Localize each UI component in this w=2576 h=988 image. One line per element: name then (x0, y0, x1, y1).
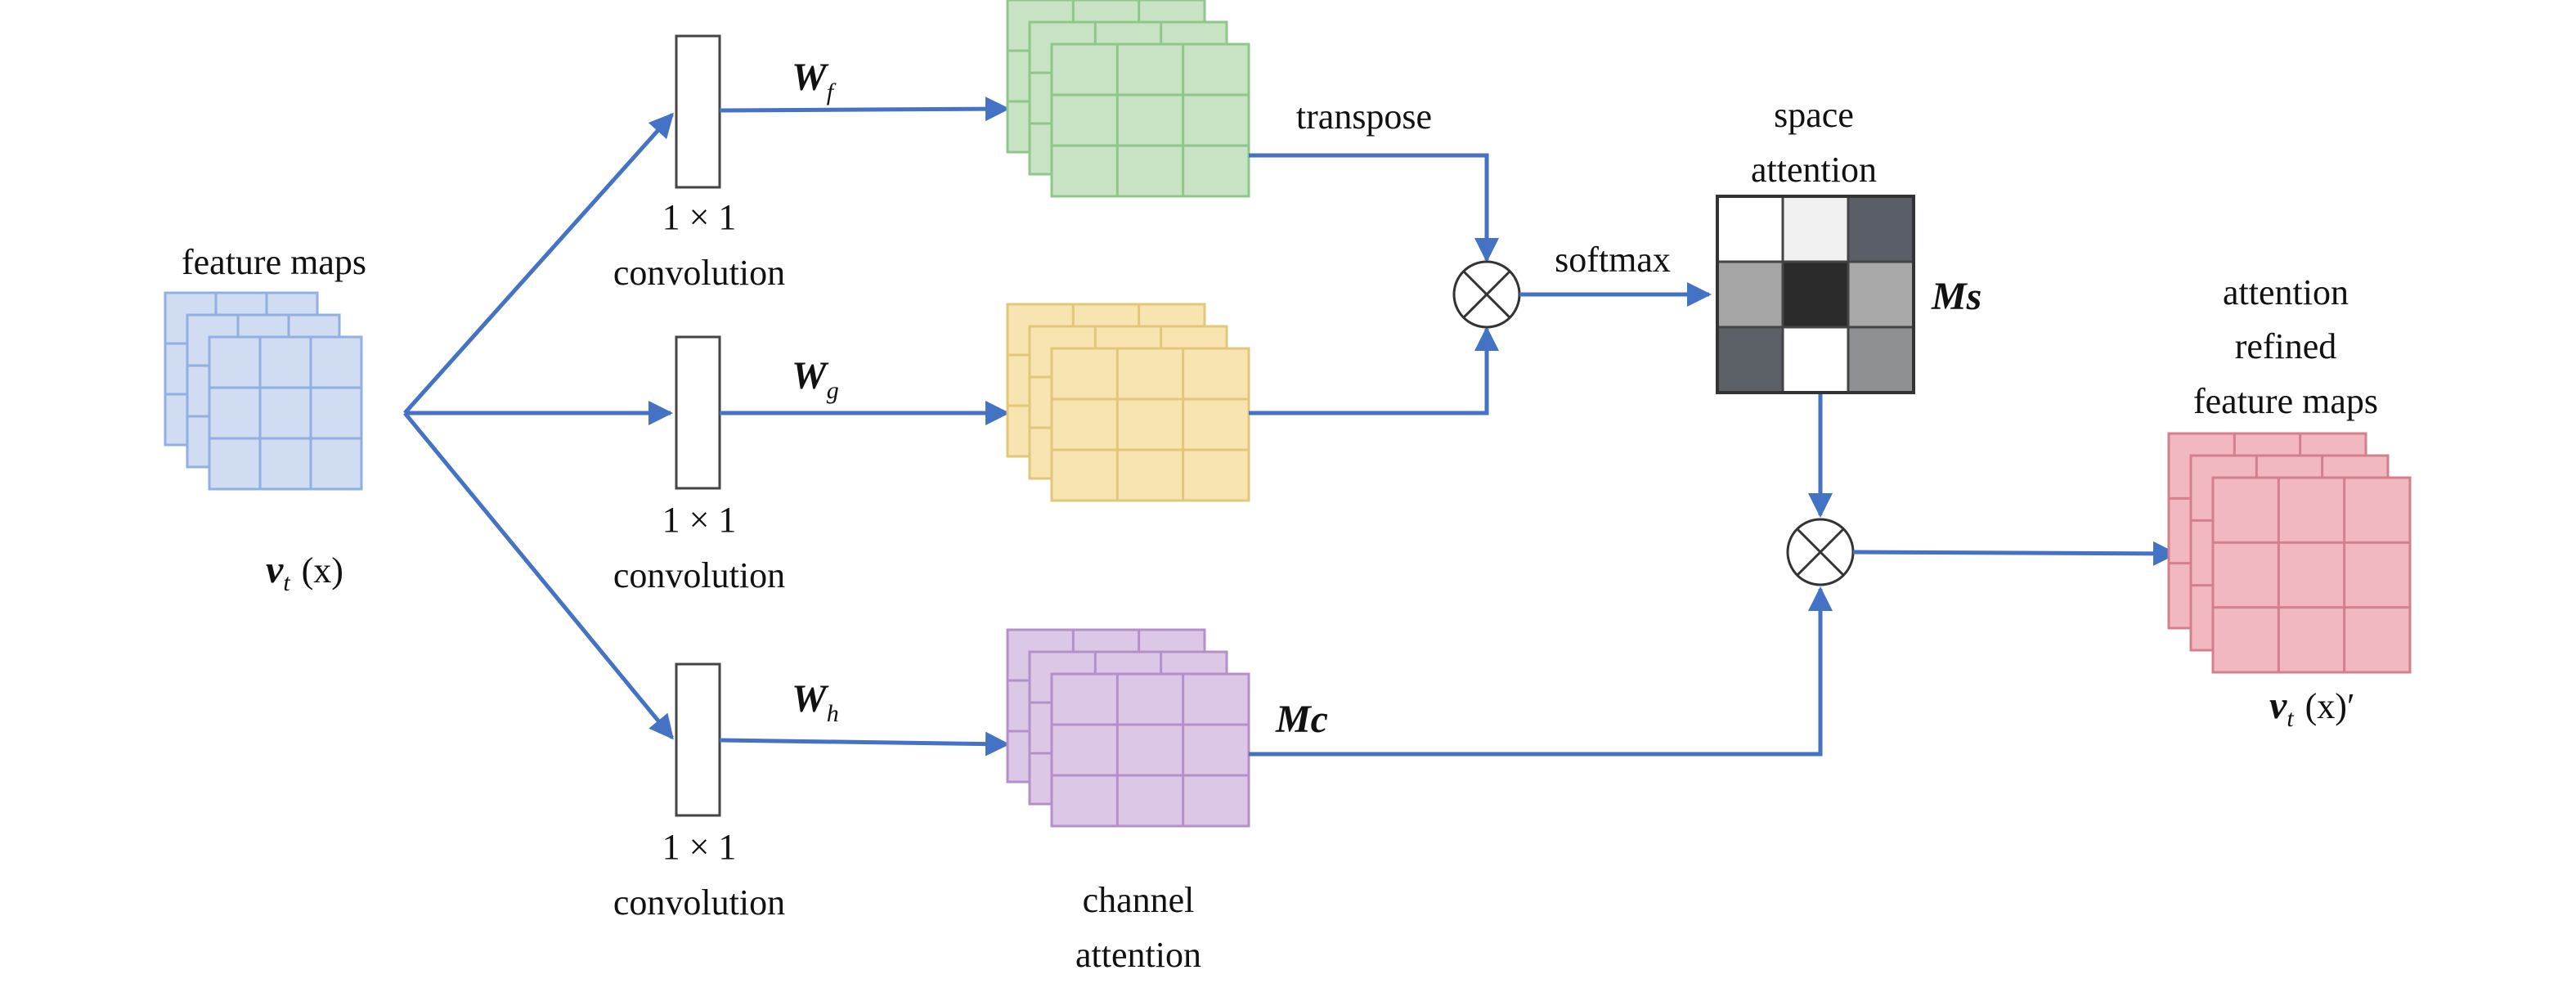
output-title-line2: refined (2235, 326, 2337, 366)
arrow-mc-to-multiply (1249, 586, 1833, 757)
space-attention-cell (1781, 326, 1850, 394)
space-attention-matrix (1716, 195, 1915, 394)
space-attention-cell (1716, 326, 1784, 394)
input-feature-maps (164, 291, 363, 491)
multiply-1-icon (1452, 260, 1521, 329)
output-title-line3: feature maps (2193, 381, 2378, 421)
feature-maps-h (1006, 628, 1250, 828)
weight-g-label: Wg (792, 354, 839, 404)
conv-h-label-line2: convolution (613, 882, 785, 923)
output-variable: vt(x)′ (2269, 684, 2355, 732)
ms-label: Ms (1931, 275, 1981, 318)
space-attention-cell (1847, 326, 1915, 394)
channel-attention-label-line1: channel (1083, 880, 1195, 920)
feature-map-layer (1050, 347, 1250, 502)
arrow-conv-f-to-f (719, 97, 1010, 122)
space-attention-label-line1: space (1774, 95, 1854, 135)
arrow-multiply-to-output (1852, 541, 2178, 566)
space-attention-cell (1716, 195, 1784, 263)
output-title-line1: attention (2223, 272, 2349, 312)
conv-g-label-line2: convolution (613, 555, 785, 595)
arrow-input-to-conv-h (403, 411, 674, 740)
transpose-label: transpose (1296, 97, 1432, 137)
conv-block-h (675, 662, 721, 817)
feature-map-layer (208, 335, 363, 491)
conv-block-g (675, 335, 721, 490)
space-attention-label-line2: attention (1751, 150, 1877, 190)
space-attention-cell (1781, 260, 1850, 329)
output-feature-maps (2167, 432, 2412, 674)
space-attention-cell (1781, 195, 1850, 263)
multiply-2-icon (1786, 518, 1855, 586)
feature-maps-f (1006, 0, 1250, 198)
input-title: feature maps (182, 242, 366, 282)
arrow-g-to-multiply (1249, 326, 1499, 415)
feature-map-layer (1050, 43, 1250, 198)
space-attention-cell (1716, 260, 1784, 329)
feature-map-layer (1050, 672, 1250, 828)
mc-label: Mc (1275, 698, 1328, 741)
arrow-f-transpose-to-multiply (1249, 153, 1499, 263)
weight-h-label: Wh (792, 677, 839, 727)
conv-block-f (675, 34, 721, 189)
feature-map-layer (2211, 476, 2412, 674)
conv-f-label-line2: convolution (613, 253, 785, 293)
input-variable: vt(x) (266, 548, 343, 596)
conv-h-label-line1: 1 × 1 (662, 827, 737, 867)
conv-g-label-line1: 1 × 1 (662, 500, 737, 540)
conv-f-label-line1: 1 × 1 (662, 197, 737, 237)
arrow-conv-h-to-h (719, 731, 1010, 757)
arrow-input-to-conv-f (403, 112, 675, 415)
softmax-label: softmax (1555, 240, 1671, 280)
weight-f-label: Wf (792, 56, 837, 106)
feature-maps-g (1006, 303, 1250, 502)
space-attention-cell (1847, 195, 1915, 263)
channel-attention-label-line2: attention (1075, 935, 1201, 975)
space-attention-border (1716, 195, 1915, 394)
space-attention-cell (1847, 260, 1915, 329)
